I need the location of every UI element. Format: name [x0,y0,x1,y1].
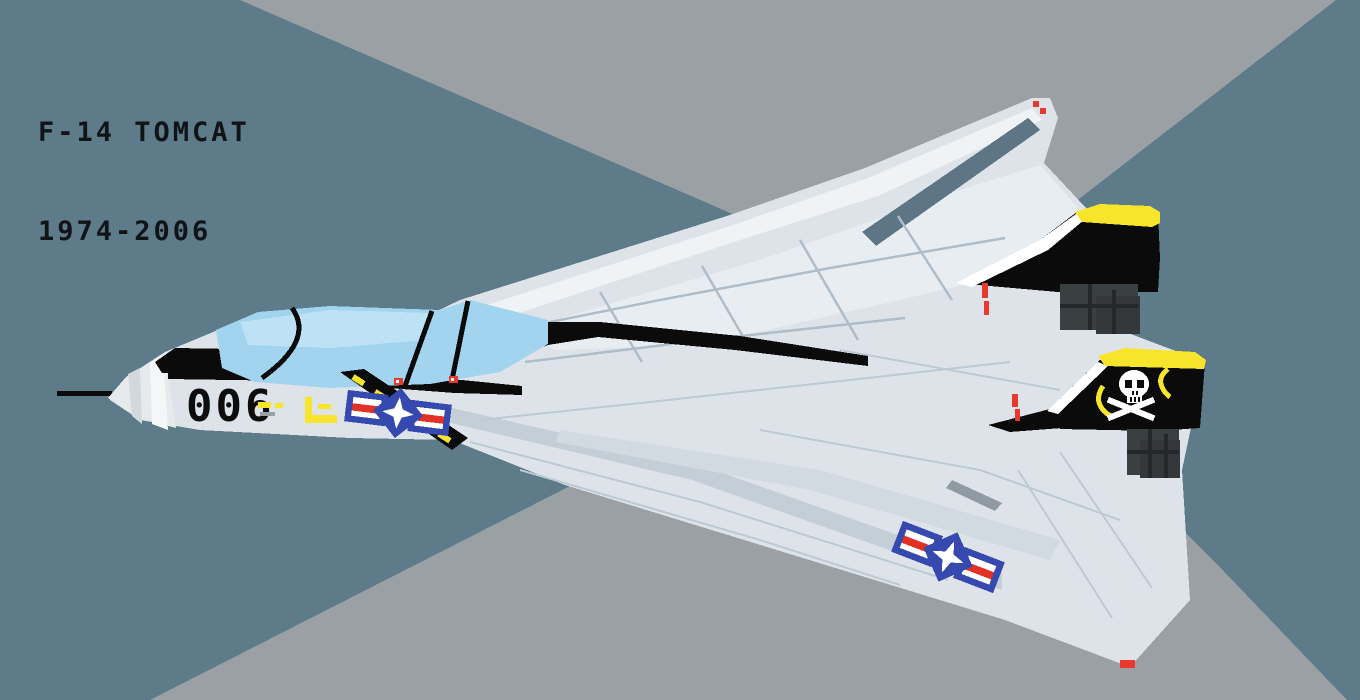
near-tail-fin [988,348,1206,478]
far-tail-fin [956,204,1160,334]
spine-slate-stripe [862,118,1040,246]
background-gray-top-triangle [240,0,1336,305]
nose-stencil-dashes [258,397,337,423]
title-line1: F-14 TOMCAT [38,117,250,148]
roundel-fuselage [344,387,452,439]
title-block: F-14 TOMCAT 1974-2006 [38,50,250,314]
canopy-highlight [240,310,430,348]
near-engine-nozzle [1127,429,1180,478]
wing-upper-field [520,165,1085,350]
wing-root-shadow-stripe [946,480,1002,511]
mid-fuselage-shadow [556,430,1060,560]
nose-band-dark [128,368,142,424]
skull-and-crossbones [1106,370,1156,422]
glove-leading-edge-black [505,322,868,366]
canopy-frames [260,300,471,387]
far-fin-red-tip-mark2 [1040,108,1046,114]
far-engine-nozzle [1060,284,1140,334]
belly-shadow [447,408,1002,590]
wing-leading-edge-highlight [478,108,1042,322]
nose-number: 006 [186,381,274,432]
red-vent-marks [394,376,458,385]
title-line2: 1974-2006 [38,216,212,247]
roundel-lower-wing [891,520,1005,594]
nose-band-light [150,355,168,430]
wingtip-red-nav-light [1120,660,1135,668]
far-fin-red-tip-mark [1033,101,1039,107]
near-taileron [988,409,1062,432]
pitot-tube [57,391,112,396]
